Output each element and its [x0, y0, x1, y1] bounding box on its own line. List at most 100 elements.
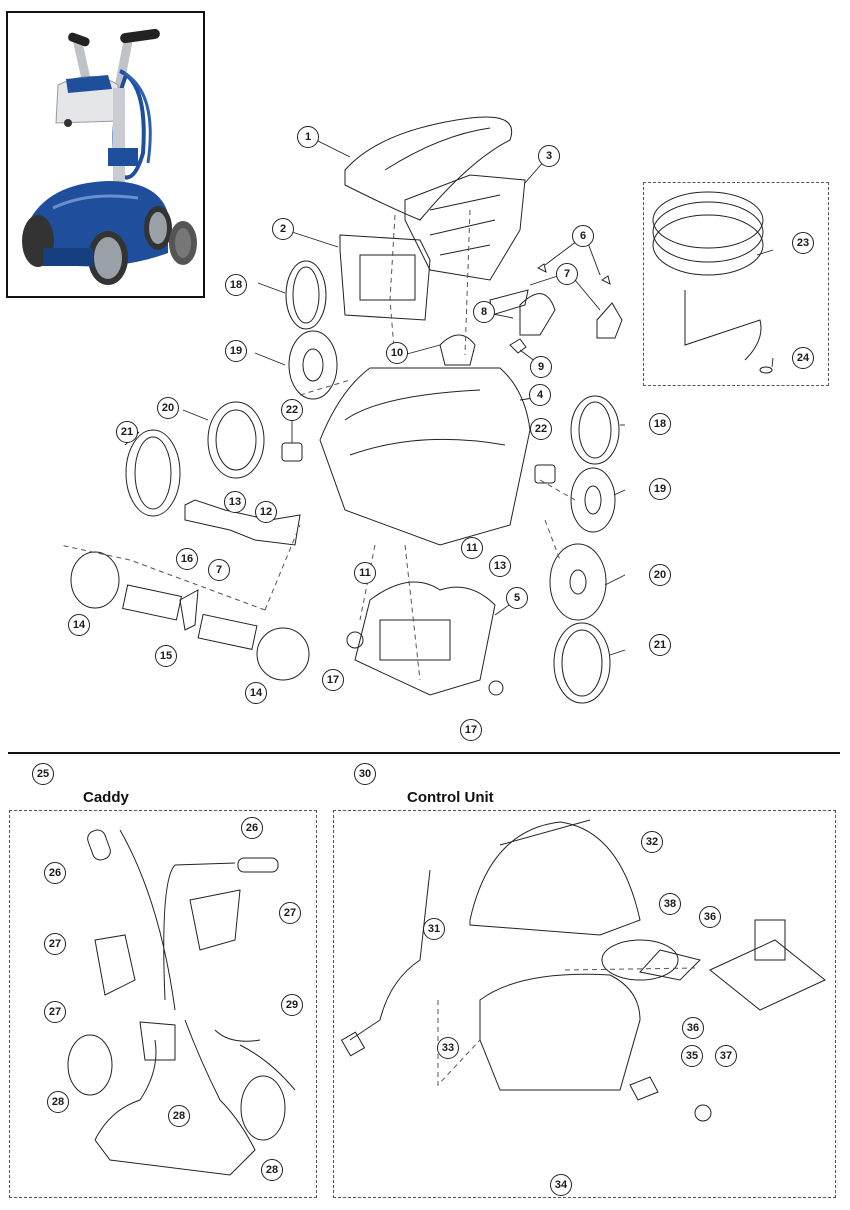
- part-caddy-frame: [119, 829, 236, 1011]
- callout-27c[interactable]: 27: [44, 1001, 66, 1023]
- callout-17a[interactable]: 17: [322, 669, 344, 691]
- part-roller-15b: [197, 613, 258, 650]
- callout-23[interactable]: 23: [792, 232, 814, 254]
- callout-18a[interactable]: 18: [225, 274, 247, 296]
- hose-group-box: [643, 182, 829, 386]
- callout-28c[interactable]: 28: [261, 1159, 283, 1181]
- callout-6[interactable]: 6: [572, 225, 594, 247]
- callout-19a[interactable]: 19: [225, 340, 247, 362]
- callout-12[interactable]: 12: [255, 501, 277, 523]
- callout-13b[interactable]: 13: [489, 555, 511, 577]
- callout-31[interactable]: 31: [423, 918, 445, 940]
- part-clip-27a: [94, 934, 136, 996]
- callout-10[interactable]: 10: [386, 342, 408, 364]
- callout-28a[interactable]: 28: [47, 1091, 69, 1113]
- part-gear-17b: [488, 680, 504, 696]
- callout-21b[interactable]: 21: [649, 634, 671, 656]
- part-caddy-wheel-28a: [67, 1034, 113, 1096]
- part-cord-31: [349, 869, 431, 1041]
- callout-24[interactable]: 24: [792, 347, 814, 369]
- callout-8[interactable]: 8: [473, 301, 495, 323]
- caddy-group-box: [9, 810, 317, 1198]
- part-cable-38: [601, 939, 679, 981]
- callout-20b[interactable]: 20: [649, 564, 671, 586]
- part-wheel-20b: [549, 543, 607, 621]
- callout-2[interactable]: 2: [272, 218, 294, 240]
- part-pcb-38: [639, 949, 701, 981]
- part-caddy-wheel-28b: [240, 1075, 286, 1141]
- part-wheel-19a: [288, 330, 338, 400]
- part-bushing-22b: [534, 464, 556, 484]
- callout-18b[interactable]: 18: [649, 413, 671, 435]
- part-cu-cover: [469, 821, 641, 936]
- callout-36b[interactable]: 36: [682, 1017, 704, 1039]
- callout-3[interactable]: 3: [538, 145, 560, 167]
- callout-34[interactable]: 34: [550, 1174, 572, 1196]
- callout-11a[interactable]: 11: [354, 562, 376, 584]
- callout-15[interactable]: 15: [155, 645, 177, 667]
- callout-21a[interactable]: 21: [116, 421, 138, 443]
- callout-7b[interactable]: 7: [208, 559, 230, 581]
- callout-14a[interactable]: 14: [68, 614, 90, 636]
- part-tire-21b: [553, 622, 611, 704]
- callout-5[interactable]: 5: [506, 587, 528, 609]
- control-unit-title: Control Unit: [407, 789, 494, 806]
- part-tire-18b: [570, 395, 620, 465]
- part-cu-base: [479, 973, 641, 1091]
- product-photo: [6, 11, 205, 298]
- callout-32[interactable]: 32: [641, 831, 663, 853]
- part-swivel-24: [759, 366, 773, 374]
- part-plug: [340, 1031, 366, 1057]
- callout-26b[interactable]: 26: [241, 817, 263, 839]
- callout-17b[interactable]: 17: [460, 719, 482, 741]
- callout-29[interactable]: 29: [281, 994, 303, 1016]
- part-bushing-22a: [281, 442, 303, 462]
- part-screw-6a: [537, 263, 547, 273]
- part-impeller: [509, 338, 527, 354]
- callout-9[interactable]: 9: [530, 356, 552, 378]
- callout-11b[interactable]: 11: [461, 537, 483, 559]
- part-deflector: [596, 302, 623, 339]
- caddy-title: Caddy: [83, 789, 129, 806]
- part-motor: [519, 293, 556, 336]
- part-tire-18a: [285, 260, 327, 330]
- part-hose-coil: [652, 214, 764, 276]
- part-brush-14a: [70, 551, 120, 609]
- part-filter-basket: [404, 174, 526, 281]
- part-tire-21a: [125, 429, 181, 517]
- part-wheel-19b: [570, 467, 616, 533]
- callout-25[interactable]: 25: [32, 763, 54, 785]
- part-clip-27c: [139, 1021, 176, 1061]
- callout-30[interactable]: 30: [354, 763, 376, 785]
- callout-36a[interactable]: 36: [699, 906, 721, 928]
- callout-27a[interactable]: 27: [44, 933, 66, 955]
- callout-16[interactable]: 16: [176, 548, 198, 570]
- part-clip-27b: [189, 889, 241, 951]
- part-bottom-plate: [354, 581, 496, 696]
- callout-33[interactable]: 33: [437, 1037, 459, 1059]
- callout-1[interactable]: 1: [297, 126, 319, 148]
- callout-20a[interactable]: 20: [157, 397, 179, 419]
- callout-7[interactable]: 7: [556, 263, 578, 285]
- callout-37[interactable]: 37: [715, 1045, 737, 1067]
- part-bracket-16: [179, 589, 199, 631]
- callout-4[interactable]: 4: [529, 384, 551, 406]
- part-grille: [439, 334, 476, 366]
- pool-cleaner-photo: [22, 28, 197, 285]
- callout-38[interactable]: 38: [659, 893, 681, 915]
- part-chassis: [319, 367, 531, 546]
- callout-19b[interactable]: 19: [649, 478, 671, 500]
- part-wheel-20a: [207, 401, 265, 479]
- callout-26a[interactable]: 26: [44, 862, 66, 884]
- callout-22a[interactable]: 22: [281, 399, 303, 421]
- callout-14b[interactable]: 14: [245, 682, 267, 704]
- callout-27b[interactable]: 27: [279, 902, 301, 924]
- part-top-cover: [344, 116, 512, 221]
- callout-22b[interactable]: 22: [530, 418, 552, 440]
- callout-28b[interactable]: 28: [168, 1105, 190, 1127]
- callout-35[interactable]: 35: [681, 1045, 703, 1067]
- callout-13a[interactable]: 13: [224, 491, 246, 513]
- part-handle-grip-26a: [87, 829, 111, 861]
